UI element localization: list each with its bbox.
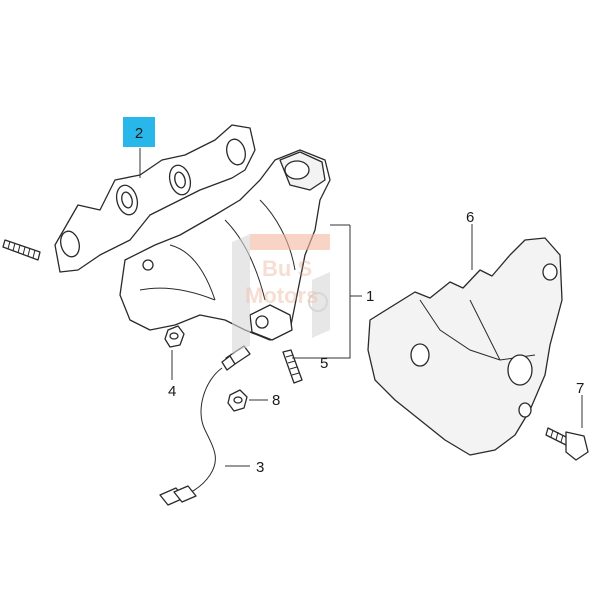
callout-3[interactable]: 3 [256, 459, 264, 476]
heat-shield [367, 237, 563, 456]
highlight-box [123, 117, 155, 147]
manifold-nut [164, 325, 185, 348]
leader-lines [139, 148, 583, 467]
sensor-nut [227, 389, 248, 412]
watermark-line2: Motors [245, 283, 318, 308]
exhaust-manifold [119, 149, 331, 341]
callout-5[interactable]: 5 [320, 355, 328, 372]
callout-8[interactable]: 8 [272, 392, 280, 409]
oxygen-sensor [159, 345, 251, 506]
manifold-stud [282, 349, 303, 384]
callout-7[interactable]: 7 [576, 380, 584, 397]
heat-shield-bolt [545, 427, 589, 461]
exhaust-manifold-gasket [54, 124, 256, 273]
stud-bolt-left [2, 239, 41, 261]
watermark-logo: Bu S Motors [232, 234, 330, 354]
callout-4[interactable]: 4 [168, 383, 176, 400]
callout-2[interactable]: 2 [135, 125, 143, 142]
callout-1[interactable]: 1 [366, 288, 374, 305]
watermark-line1: Bu S [262, 256, 312, 281]
callout-6[interactable]: 6 [466, 209, 474, 226]
